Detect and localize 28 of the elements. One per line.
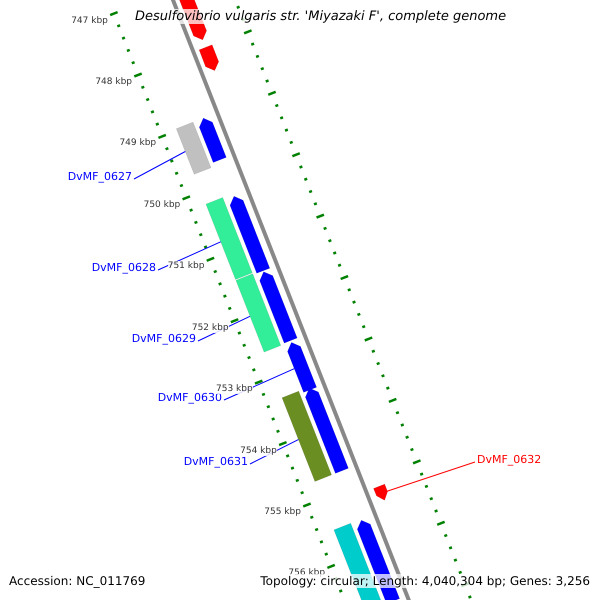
gene-bar bbox=[230, 196, 270, 274]
gene-label: DvMF_0631 bbox=[184, 455, 248, 468]
scale-label: 753 kbp bbox=[216, 384, 253, 394]
scale-label: 750 kbp bbox=[144, 200, 180, 210]
genome-title: Desulfovibrio vulgaris str. 'Miyazaki F', complete genome bbox=[135, 9, 506, 24]
leader-line bbox=[386, 462, 476, 492]
gene-bar bbox=[206, 197, 253, 280]
scale-label: 755 kbp bbox=[264, 506, 301, 517]
scale-label: 747 kbp bbox=[71, 16, 108, 26]
gene-label: DvMF_0627 bbox=[68, 170, 132, 183]
gene-bar bbox=[198, 44, 219, 71]
gene-bar bbox=[236, 274, 282, 352]
scale-label: 749 kbp bbox=[119, 138, 156, 148]
scale-label: 754 kbp bbox=[240, 446, 277, 456]
scale-label: 751 kbp bbox=[168, 261, 204, 272]
gene-bar bbox=[259, 271, 298, 344]
gene-bar bbox=[305, 388, 349, 474]
gene-bar bbox=[282, 390, 332, 482]
gene-label: DvMF_0628 bbox=[92, 261, 156, 274]
accession-text: Accession: NC_011769 bbox=[9, 574, 146, 588]
gene-bar bbox=[176, 122, 212, 175]
scale-label: 752 kbp bbox=[192, 322, 229, 333]
gene-bar bbox=[287, 342, 317, 393]
gene-bar bbox=[199, 118, 227, 163]
gene-label: DvMF_0629 bbox=[132, 332, 196, 345]
gene-label: DvMF_0632 bbox=[477, 453, 542, 466]
gene-bar bbox=[373, 484, 388, 501]
scale-label: 748 kbp bbox=[95, 76, 132, 87]
